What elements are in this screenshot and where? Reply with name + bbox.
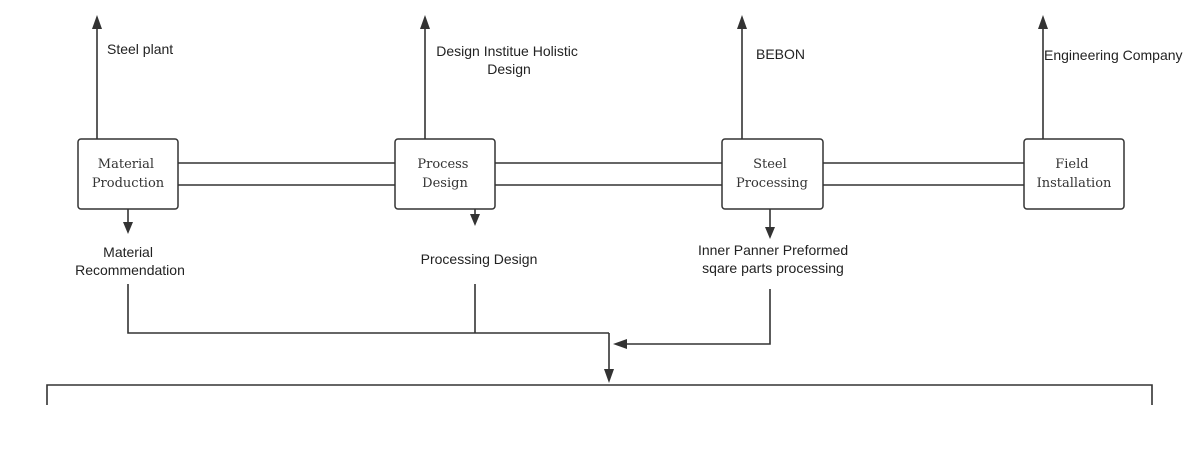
stage-label-process-design: Process Design bbox=[417, 157, 472, 191]
stage-label-steel-processing: Steel Processing bbox=[736, 157, 808, 191]
flow-band-3 bbox=[807, 162, 1039, 186]
down-arrowhead-2 bbox=[470, 214, 480, 226]
bottom-label-processing-design: Processing Design bbox=[421, 251, 538, 267]
down-arrowhead-main bbox=[604, 369, 614, 383]
down-arrowhead-1 bbox=[123, 222, 133, 234]
stage-box-steel-processing bbox=[721, 138, 824, 210]
top-label-steel-plant: Steel plant bbox=[107, 41, 173, 57]
bottom-bracket bbox=[46, 384, 1153, 405]
down-arrowhead-3 bbox=[765, 227, 775, 239]
up-arrowhead-2 bbox=[420, 15, 430, 29]
stage-box-process-design bbox=[394, 138, 496, 210]
flow-band-2 bbox=[479, 162, 736, 186]
top-label-design-institue: Design Institue Holistic Design bbox=[436, 43, 582, 77]
top-label-bebon: BEBON bbox=[756, 46, 805, 62]
left-arrowhead bbox=[613, 339, 627, 349]
bottom-label-material-recommendation: Material Recommendation bbox=[75, 244, 185, 278]
bottom-label-inner-panner: Inner Panner Preformed sqare parts proce… bbox=[698, 242, 852, 276]
flow-band-1 bbox=[163, 162, 419, 186]
stage-label-material-production: Material Production bbox=[92, 157, 165, 191]
up-arrowhead-1 bbox=[92, 15, 102, 29]
stage-box-field-installation bbox=[1023, 138, 1125, 210]
connector-right bbox=[626, 289, 771, 345]
stage-label-field-installation: Field Installation bbox=[1037, 157, 1112, 191]
stage-box-material-production bbox=[77, 138, 179, 210]
top-label-engineering-company: Engineering Company bbox=[1044, 47, 1183, 63]
up-arrowhead-3 bbox=[737, 15, 747, 29]
up-arrowhead-4 bbox=[1038, 15, 1048, 29]
connector-left bbox=[127, 284, 609, 334]
